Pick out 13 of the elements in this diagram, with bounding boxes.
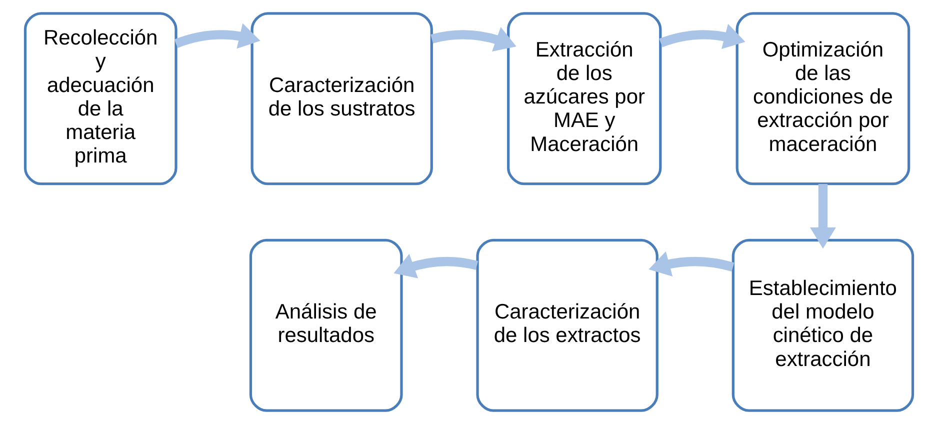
node-box: Caracterización de los extractos (476, 238, 658, 412)
arrow (430, 27, 516, 52)
node-box: Caracterización de los sustratos (250, 12, 433, 186)
node-box: Análisis de resultados (249, 238, 403, 412)
arrow (659, 24, 746, 50)
arrow (648, 251, 734, 276)
arrow (394, 254, 478, 278)
node-box: Establecimiento del modelo cinético de extracción (732, 238, 914, 412)
node-box: Recolección y adecuación de la materia prima (24, 12, 178, 186)
node-box: Optimización de las condiciones de extracción por maceración (736, 12, 910, 186)
arrow (810, 184, 836, 249)
arrow (174, 23, 260, 49)
node-box: Extracción de los azúcares por MAE y Maceración (507, 12, 662, 186)
